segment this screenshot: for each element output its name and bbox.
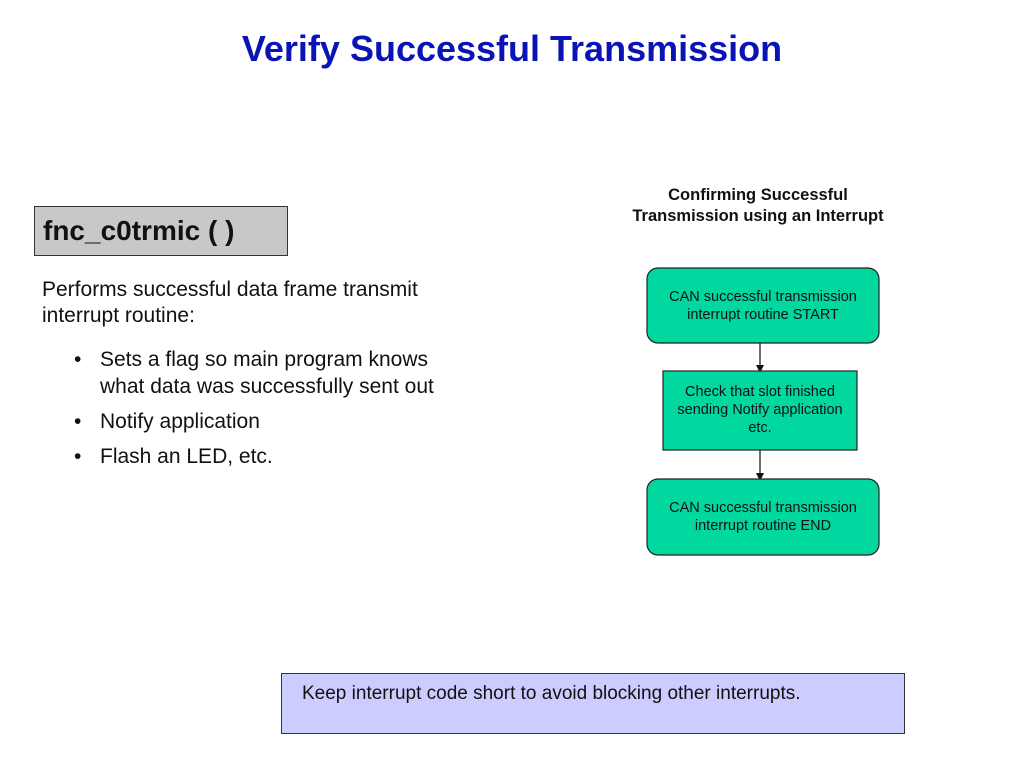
bullet-item: • Sets a flag so main program knows what… bbox=[74, 346, 454, 400]
intro-text: Performs successful data frame transmit … bbox=[42, 278, 418, 327]
flow-node-start bbox=[646, 267, 880, 344]
flow-node-end bbox=[646, 478, 880, 556]
bullet-dot: • bbox=[74, 445, 82, 468]
note-box: Keep interrupt code short to avoid block… bbox=[281, 673, 905, 734]
function-name-box: fnc_c0trmic ( ) bbox=[34, 206, 288, 256]
bullet-text: Sets a flag so main program knows what d… bbox=[100, 348, 434, 398]
bullet-list: • Sets a flag so main program knows what… bbox=[74, 346, 454, 478]
bullet-item: • Flash an LED, etc. bbox=[74, 443, 454, 470]
slide-title: Verify Successful Transmission bbox=[241, 28, 783, 69]
flow-node-check-label: Check that slot finished sending Notify … bbox=[677, 384, 843, 436]
bullet-text: Notify application bbox=[100, 410, 260, 433]
bullet-dot: • bbox=[74, 410, 82, 433]
bullet-dot: • bbox=[74, 348, 82, 371]
bullet-item: • Notify application bbox=[74, 408, 454, 435]
flow-node-check bbox=[662, 370, 858, 451]
bullet-text: Flash an LED, etc. bbox=[100, 445, 273, 468]
diagram-title: Confirming Successful Transmission using… bbox=[632, 186, 884, 225]
flow-node-end-label: CAN successful transmission interrupt ro… bbox=[669, 500, 857, 534]
flow-node-start-label: CAN successful transmission interrupt ro… bbox=[669, 289, 857, 323]
